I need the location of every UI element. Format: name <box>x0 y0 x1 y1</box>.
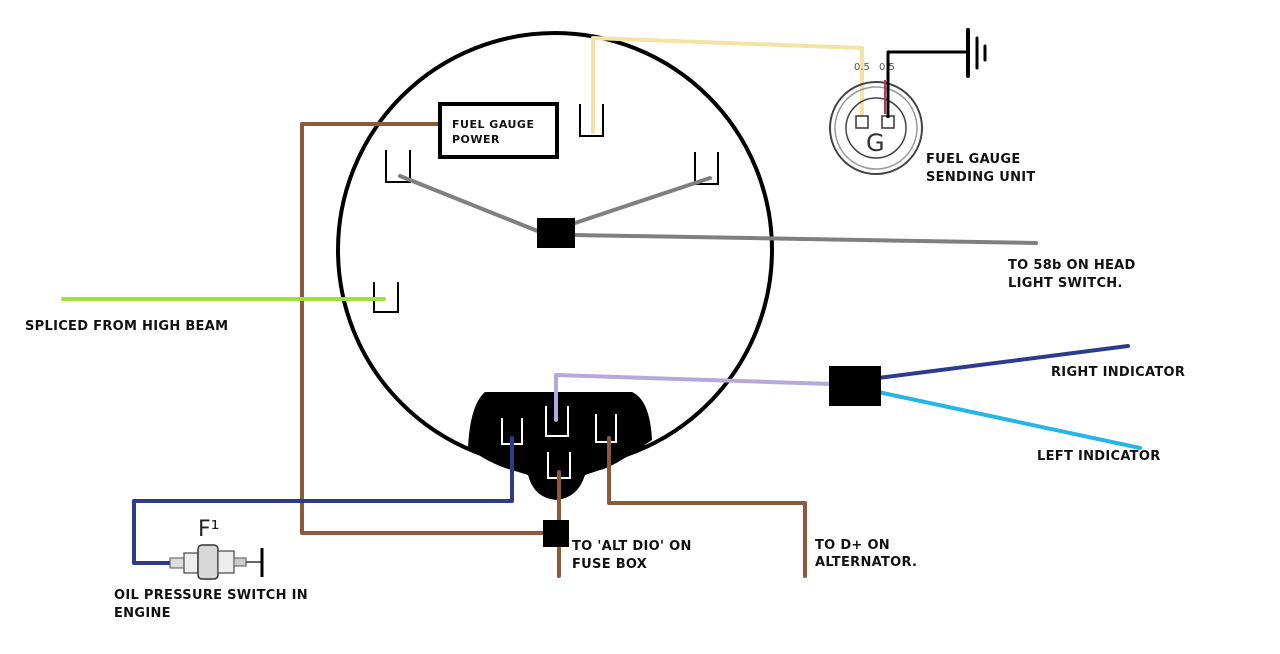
sending-unit-label-2: SENDING UNIT <box>926 170 1036 185</box>
gauge-terminal-top <box>579 104 604 137</box>
gauge-terminal-upper-right <box>694 152 719 185</box>
indicator-splice-block <box>829 366 881 406</box>
alt-dio-label-2: FUSE BOX <box>572 557 647 572</box>
gauge-terminal-upper-left <box>385 150 411 183</box>
headlight-switch-label-1: TO 58b ON HEAD <box>1008 258 1136 273</box>
alternator-label-1: TO D+ ON <box>815 538 890 553</box>
connector-terminal-right <box>595 414 617 443</box>
sending-unit-letter: G <box>866 129 885 157</box>
gray-wire-right-lamp <box>570 176 712 226</box>
oil-pressure-label-2: ENGINE <box>114 606 171 621</box>
light-blue-wire-left-indicator <box>876 390 1142 450</box>
dark-blue-wire-oil-pressure <box>132 436 514 565</box>
alt-dio-label-1: TO 'ALT DIO' ON <box>572 539 692 554</box>
oil-pressure-switch-icon: F¹ <box>169 517 264 580</box>
dark-blue-wire-right-indicator <box>876 344 1130 380</box>
oil-switch-letter: F¹ <box>198 517 219 542</box>
brown-wire-fuel-gauge-power <box>300 122 558 535</box>
illumination-splice-block <box>537 218 575 248</box>
fuel-gauge-power-box <box>438 102 559 159</box>
right-indicator-label: RIGHT INDICATOR <box>1051 365 1185 380</box>
gray-wire-left-lamp <box>398 174 542 234</box>
gray-wire-headlight <box>572 233 1038 245</box>
headlight-switch-label-2: LIGHT SWITCH. <box>1008 276 1123 291</box>
high-beam-label: SPLICED FROM HIGH BEAM <box>25 319 228 334</box>
fuel-gauge-power-label-2: POWER <box>452 133 500 146</box>
fuel-gauge-power-label-1: FUEL GAUGE <box>452 118 534 131</box>
alternator-label-2: ALTERNATOR. <box>815 555 917 570</box>
sending-unit-label-1: FUEL GAUGE <box>926 152 1021 167</box>
sender-ground-wire <box>886 50 968 118</box>
gauge-connector-block <box>468 392 652 500</box>
connector-terminal-top <box>545 406 569 437</box>
lavender-wire-indicator <box>554 373 834 422</box>
sending-unit-pin-left: 0.5 <box>854 62 870 73</box>
fuel-sending-unit: G 0.5 0.5 <box>829 62 923 175</box>
ground-symbol-icon <box>966 28 987 78</box>
alt-dio-splice-block <box>543 520 569 547</box>
left-indicator-label: LEFT INDICATOR <box>1037 449 1161 464</box>
brown-wire-alternator <box>607 436 807 578</box>
oil-pressure-label-1: OIL PRESSURE SWITCH IN <box>114 588 308 603</box>
